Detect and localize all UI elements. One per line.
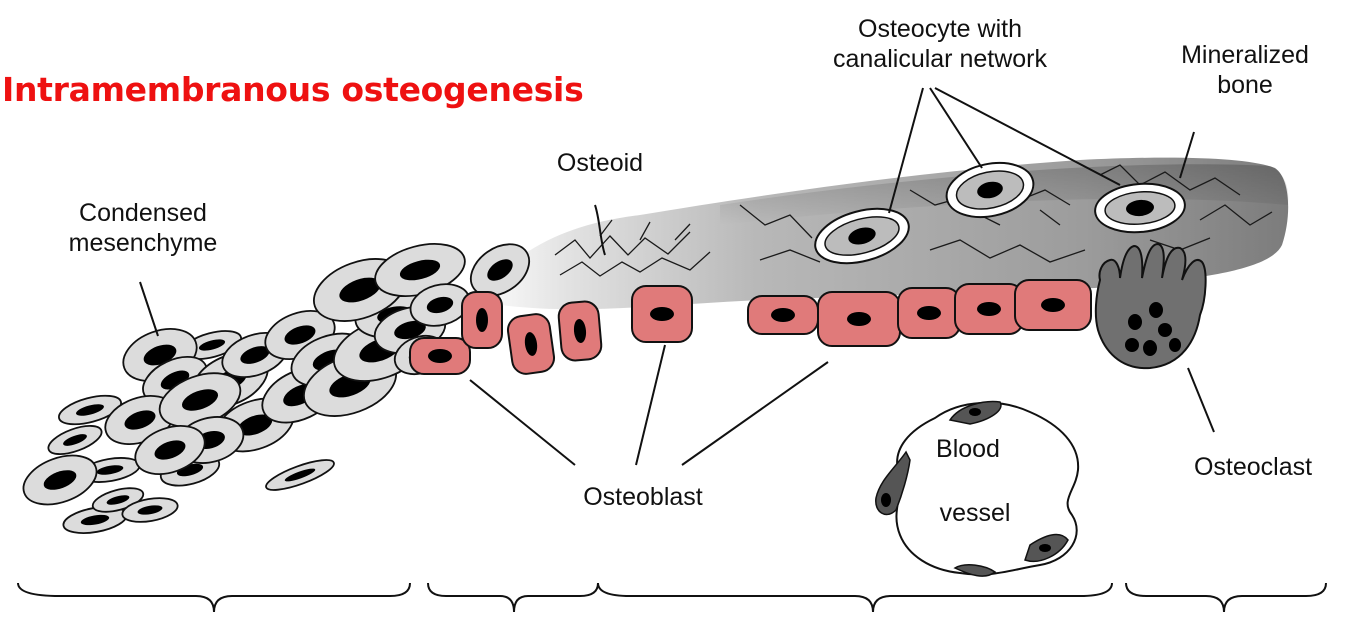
osteoblast-cell [818, 292, 900, 346]
mesenchyme-cell [263, 454, 337, 496]
label-blood-vessel: Blood vessel [905, 434, 1045, 528]
diagram-title: Intramembranous osteogenesis [2, 70, 583, 109]
osteoblast-cell [558, 300, 603, 361]
osteoblast-cell [955, 284, 1023, 334]
mesenchyme-cell [17, 446, 103, 513]
label-osteoblast: Osteoblast [548, 482, 738, 512]
label-osteocyte: Osteocyte with canalicular network [780, 14, 1100, 74]
osteoblast-cell [898, 288, 960, 338]
stage-braces [18, 583, 1326, 612]
label-condensed-mesenchyme: Condensed mesenchyme [48, 198, 238, 258]
mesenchyme-cell [45, 420, 105, 460]
osteoblast-cell [1015, 280, 1091, 330]
brace-osteoid-stage [428, 583, 598, 612]
mesenchyme-cells [17, 234, 539, 538]
osteoblast-cell [506, 312, 556, 375]
brace-mineralization-stage [598, 583, 1112, 612]
osteoblast-cell [748, 296, 818, 334]
label-mineralized-bone: Mineralized bone [1140, 40, 1350, 100]
osteoblast-cell [410, 338, 470, 374]
brace-mesenchyme-stage [18, 583, 410, 612]
brace-resorption-stage [1126, 583, 1326, 612]
label-osteoclast: Osteoclast [1158, 452, 1348, 482]
osteoblast-cell [462, 292, 502, 348]
osteoblast-cell [632, 286, 692, 342]
label-osteoid: Osteoid [530, 148, 670, 178]
